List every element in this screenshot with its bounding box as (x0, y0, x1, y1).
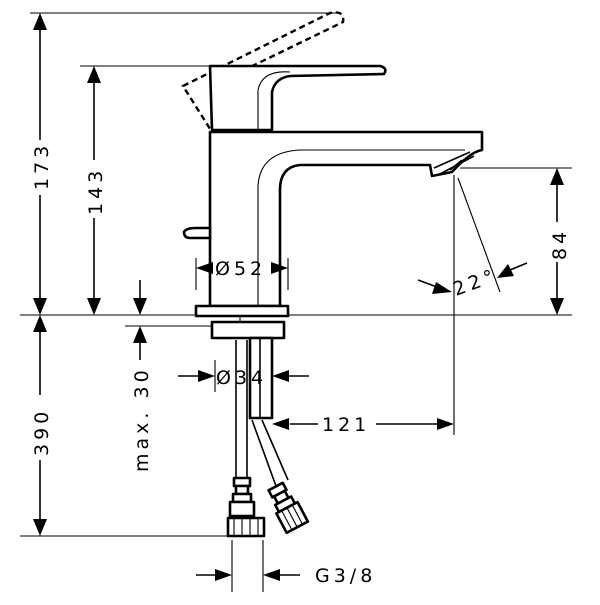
aerator (433, 151, 475, 175)
dim-diameter-34-label: Ø34 (216, 367, 267, 389)
supply-hoses (226, 340, 310, 538)
dim-84-label: 84 (549, 228, 571, 260)
dim-143: 143 (85, 66, 107, 315)
shank (248, 336, 274, 420)
faucet-body (181, 11, 484, 538)
popup-rod (182, 226, 212, 240)
dim-thread-g38-label: G3/8 (315, 565, 376, 587)
dim-143-label: 143 (85, 167, 107, 215)
dim-173: 173 (31, 13, 53, 315)
dim-121-label: 121 (322, 414, 370, 436)
dim-thread-g38: G3/8 (196, 565, 376, 587)
dim-max-30-label: max. 30 (131, 366, 153, 472)
dim-diameter-52-label: Ø52 (215, 258, 266, 280)
dim-angle-22: 22° (417, 177, 528, 301)
dim-max-30: max. 30 (131, 280, 153, 472)
dim-84: 84 (549, 168, 571, 315)
lever (208, 64, 387, 132)
spout-and-column (208, 130, 484, 308)
dim-121: 121 (272, 414, 454, 436)
base-flange (194, 304, 290, 318)
dim-173-label: 173 (31, 142, 53, 190)
dim-390-label: 390 (31, 408, 53, 456)
dim-diameter-34: Ø34 (178, 367, 309, 389)
lever-raised-outline (181, 11, 345, 134)
mounting-nut (210, 320, 286, 340)
dim-390: 390 (31, 315, 53, 536)
dim-diameter-52: Ø52 (196, 258, 288, 280)
dim-angle-22-label: 22° (450, 264, 500, 300)
